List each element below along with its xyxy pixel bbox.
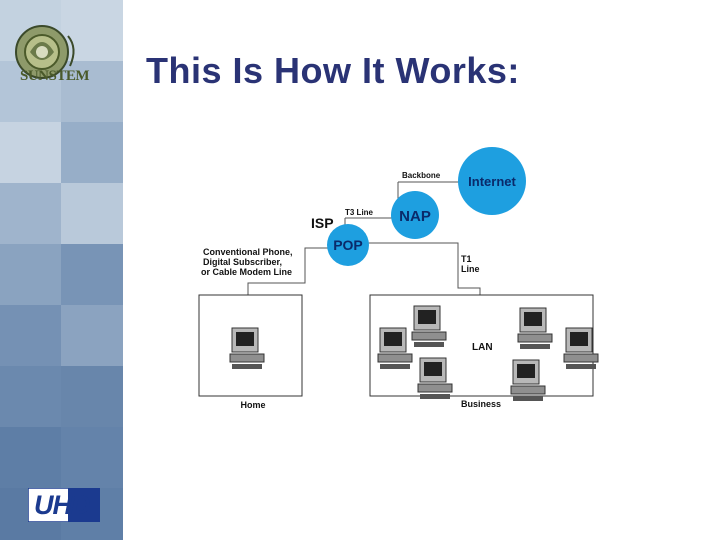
home-label: Home (240, 400, 265, 410)
side-tile (0, 305, 62, 367)
home-connection-label: or Cable Modem Line (201, 267, 292, 277)
isp-label: ISP (311, 215, 334, 231)
slide-title: This Is How It Works: (146, 50, 520, 91)
side-tile (61, 0, 123, 62)
pop-node (327, 224, 369, 266)
backbone-label: Backbone (402, 171, 441, 180)
lan-label: LAN (472, 342, 493, 353)
home-connection-label: Digital Subscriber, (203, 257, 282, 267)
side-tile (61, 305, 123, 367)
t3-line-label: T3 Line (345, 208, 374, 217)
side-bar (0, 0, 123, 540)
home-connection-label: Conventional Phone, (203, 247, 293, 257)
side-tile (0, 183, 62, 245)
business-box (369, 294, 594, 397)
side-tile (61, 183, 123, 245)
t1-line-label: Line (461, 264, 480, 274)
internet-node (458, 147, 526, 215)
side-tile (61, 244, 123, 306)
internet-label: Internet (468, 174, 516, 189)
sunstem-logo-text: SUNSTEM (20, 68, 90, 84)
side-tile (61, 122, 123, 184)
side-tile (61, 366, 123, 428)
uhd-logo-badge (28, 488, 100, 522)
sunstem-logo-emblem (15, 25, 75, 79)
nap-node (391, 191, 439, 239)
business-label: Business (461, 399, 501, 409)
side-tile (0, 427, 62, 489)
uhd-logo-text: UHD (34, 490, 90, 520)
side-tile (0, 122, 62, 184)
side-tile (0, 244, 62, 306)
t1-label: T1 (461, 254, 472, 264)
nap-label: NAP (399, 208, 431, 225)
uhd-logo: UHD (28, 488, 100, 522)
pop-label: POP (333, 237, 363, 253)
side-tile (61, 427, 123, 489)
side-tile (61, 61, 123, 123)
sunstem-logo: SUNSTEM (10, 18, 90, 96)
side-tile (0, 366, 62, 428)
